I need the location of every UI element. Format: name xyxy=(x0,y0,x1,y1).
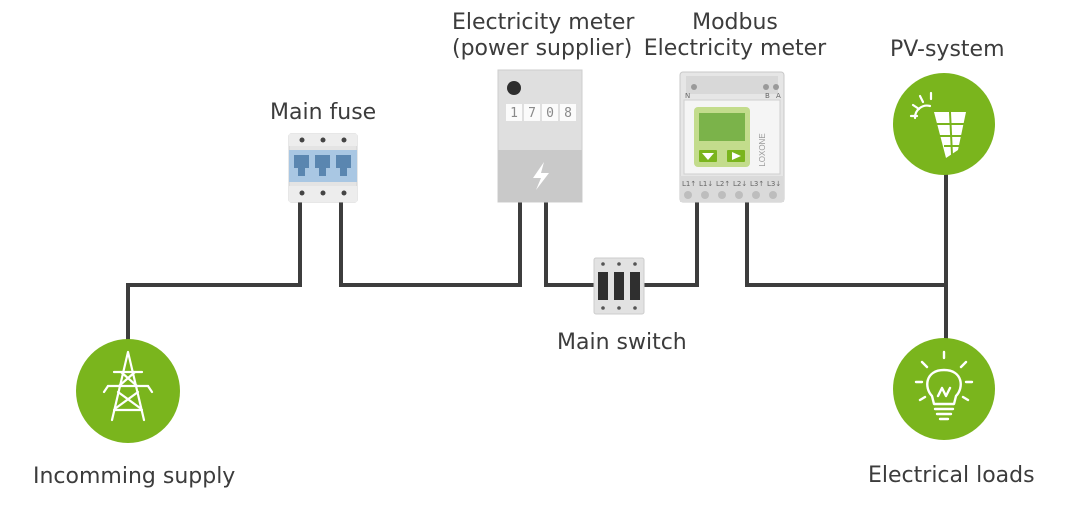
pv-system-badge xyxy=(893,73,995,175)
supplier-meter-label-line1: Electricity meter xyxy=(452,10,635,35)
incoming-supply-label: Incomming supply xyxy=(33,464,236,489)
terminal-l2-out: L2↓ xyxy=(733,180,747,188)
modbus-meter-label-line1: Modbus xyxy=(692,10,778,35)
modbus-letter-n: N xyxy=(685,92,690,100)
modbus-brand: LOXONE xyxy=(758,133,767,166)
main-fuse xyxy=(288,133,358,203)
main-switch-label: Main switch xyxy=(557,330,687,355)
lightning-icon xyxy=(533,162,549,190)
wire-meter-to-switch xyxy=(544,200,598,287)
meter-digit-4: 8 xyxy=(564,106,572,121)
wire-supply-to-fuse xyxy=(126,200,302,340)
wires xyxy=(126,170,948,345)
modbus-letter-b: B xyxy=(765,92,770,100)
terminal-l1-out: L1↓ xyxy=(699,180,713,188)
main-fuse-label: Main fuse xyxy=(270,100,377,125)
terminal-l2-in: L2↑ xyxy=(716,180,730,188)
meter-digit-3: 0 xyxy=(546,106,554,121)
modbus-meter: N B A LOXONE L1↑ L1↓ L2↑ L2↓ L3↑ L3↓ xyxy=(679,71,785,203)
meter-digit-1: 1 xyxy=(510,106,518,121)
main-switch xyxy=(593,257,645,315)
terminal-l3-in: L3↑ xyxy=(750,180,764,188)
supplier-meter-label: Electricity meter (power supplier) xyxy=(452,10,635,62)
terminal-l1-in: L1↑ xyxy=(682,180,696,188)
meter-digits: 1 7 0 8 xyxy=(506,104,576,121)
wire-modbus-out xyxy=(745,200,946,287)
supplier-meter-label-line2: (power supplier) xyxy=(452,36,633,61)
incoming-supply-badge xyxy=(76,339,180,443)
modbus-meter-label: Modbus Electricity meter xyxy=(640,10,830,62)
power-tower-icon xyxy=(102,350,154,422)
light-bulb-icon xyxy=(914,350,974,421)
wire-fuse-to-meter xyxy=(339,200,522,287)
wire-switch-to-modbus xyxy=(640,200,699,287)
electrical-loads-label: Electrical loads xyxy=(868,463,1035,488)
electrical-loads-badge xyxy=(893,338,995,440)
modbus-letter-a: A xyxy=(776,92,781,100)
supplier-meter: 1 7 0 8 xyxy=(497,69,583,203)
terminal-l3-out: L3↓ xyxy=(767,180,781,188)
meter-digit-2: 7 xyxy=(528,106,536,121)
solar-panel-icon xyxy=(909,91,966,158)
modbus-meter-label-line2: Electricity meter xyxy=(643,36,827,61)
pv-system-label: PV-system xyxy=(890,37,1005,62)
